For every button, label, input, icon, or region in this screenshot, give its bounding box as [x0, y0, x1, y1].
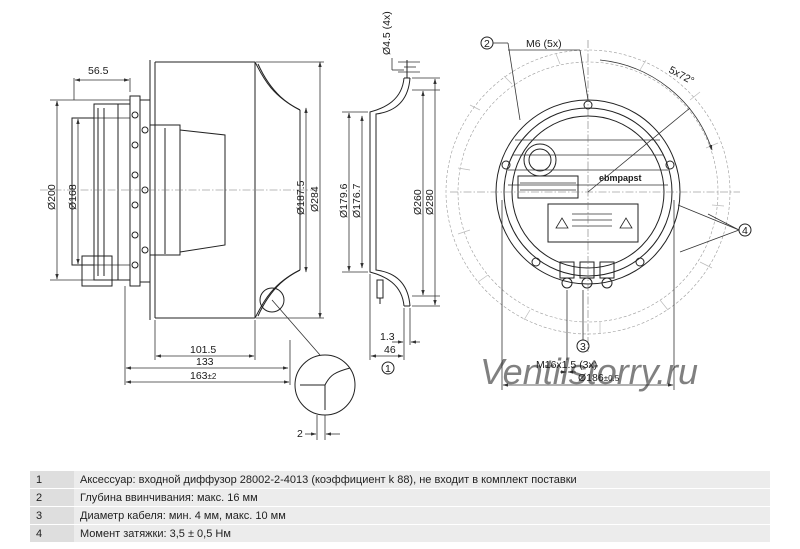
- dim-d200: Ø200: [46, 184, 58, 210]
- dim-56-5: 56.5: [88, 65, 109, 77]
- dim-133: 133: [196, 356, 214, 368]
- brand-logo: ebmpapst: [599, 173, 642, 183]
- dim-d176-7: Ø176.7: [351, 183, 363, 218]
- note-text: Глубина ввинчивания: макс. 16 мм: [74, 488, 770, 507]
- dim-163: 163±2: [190, 370, 217, 382]
- dim-101-5: 101.5: [190, 344, 216, 356]
- dim-d168: Ø168: [67, 184, 79, 210]
- technical-drawing: 56.5 Ø200 Ø168 Ø187.5 Ø284 101.5 133 163…: [40, 11, 752, 440]
- dim-46: 46: [384, 344, 396, 356]
- callout-2: 2: [484, 38, 490, 50]
- note-number: 3: [30, 506, 74, 525]
- dim-d284: Ø284: [309, 186, 321, 212]
- front-view: [445, 36, 752, 390]
- dim-d260: Ø260: [412, 189, 424, 215]
- diffuser-view: [342, 58, 440, 375]
- dim-d179-6: Ø179.6: [338, 183, 350, 218]
- note-text: Аксессуар: входной диффузор 28002-2-4013…: [74, 470, 770, 489]
- dim-d280: Ø280: [424, 189, 436, 215]
- dim-2: 2: [297, 428, 303, 440]
- dim-d187-5: Ø187.5: [295, 180, 307, 215]
- dim-d186: Ø186±0.5: [578, 372, 620, 384]
- dim-m6: M6 (5x): [526, 38, 562, 50]
- side-view: [40, 60, 356, 440]
- note-number: 2: [30, 488, 74, 507]
- note-text: Момент затяжки: 3,5 ± 0,5 Нм: [74, 524, 770, 542]
- note-number: 4: [30, 524, 74, 542]
- dim-5x72: 5x72°: [667, 64, 696, 87]
- callout-3: 3: [580, 341, 586, 353]
- callout-4: 4: [742, 225, 748, 237]
- dim-m16: M16x1.5 (3x): [536, 359, 597, 371]
- note-text: Диаметр кабеля: мин. 4 мм, макс. 10 мм: [74, 506, 770, 525]
- dim-d4-5: Ø4.5 (4x): [381, 11, 393, 55]
- dim-1-3: 1.3: [380, 331, 395, 343]
- note-number: 1: [30, 470, 74, 489]
- watermark: Ventilstorry.ru: [480, 351, 698, 392]
- callout-1: 1: [385, 363, 391, 375]
